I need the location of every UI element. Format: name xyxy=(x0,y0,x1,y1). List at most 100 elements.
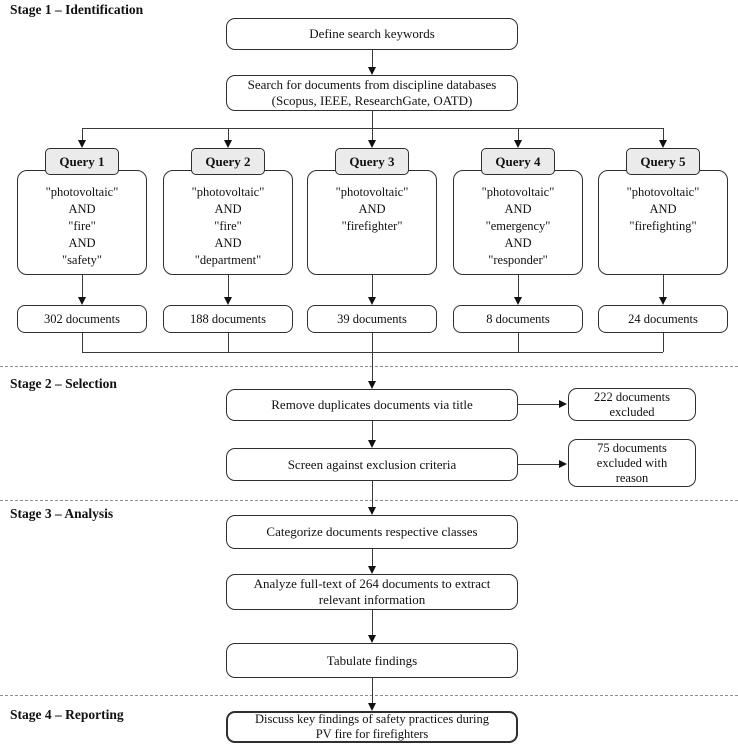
query-4-terms-box: "photovoltaic" AND "emergency" AND "resp… xyxy=(453,170,583,275)
query-3-terms-box: "photovoltaic" AND "firefighter" xyxy=(307,170,437,275)
connector-line xyxy=(372,128,373,140)
categorize-box: Categorize documents respective classes xyxy=(226,515,518,549)
arrowhead-down xyxy=(368,703,376,711)
query-term-line: "photovoltaic" xyxy=(335,185,409,199)
discuss-line1: Discuss key findings of safety practices… xyxy=(255,712,489,726)
search-databases-line1: Search for documents from discipline dat… xyxy=(247,77,497,92)
excluded-75-line3: reason xyxy=(615,470,649,485)
arrowhead-down xyxy=(368,635,376,643)
query-term-line: "firefighting" xyxy=(629,219,697,233)
arrowhead-down xyxy=(514,140,522,148)
connector-line xyxy=(372,549,373,566)
connector-line xyxy=(82,333,83,352)
arrowhead-down xyxy=(368,297,376,305)
arrowhead-down xyxy=(78,297,86,305)
query-term-line: "emergency" xyxy=(485,219,551,233)
query-5-label: Query 5 xyxy=(626,148,700,175)
connector-line xyxy=(228,275,229,297)
query-3-result-box: 39 documents xyxy=(307,305,437,333)
arrowhead-down xyxy=(659,140,667,148)
excluded-222-box: 222 documents excluded xyxy=(568,388,696,421)
arrowhead-down xyxy=(224,297,232,305)
screen-exclusion-box: Screen against exclusion criteria xyxy=(226,448,518,481)
query-term-line: AND xyxy=(214,202,242,216)
query-4-label: Query 4 xyxy=(481,148,555,175)
arrowhead-down xyxy=(368,67,376,75)
query-3-label: Query 3 xyxy=(335,148,409,175)
search-databases-line2: (Scopus, IEEE, ResearchGate, OATD) xyxy=(271,93,473,108)
query-term-line: "photovoltaic" xyxy=(626,185,700,199)
query-term-line: AND xyxy=(68,202,96,216)
excluded-75-line1: 75 documents xyxy=(597,440,667,455)
connector-line xyxy=(372,421,373,440)
query-term-line: "photovoltaic" xyxy=(481,185,555,199)
query-term-line: AND xyxy=(358,202,386,216)
discuss-line2: PV fire for firefighters xyxy=(315,727,429,741)
stage-divider-3 xyxy=(0,695,738,696)
arrowhead-down xyxy=(368,381,376,389)
analyze-line2: relevant information xyxy=(318,592,426,607)
query-1-result-box: 302 documents xyxy=(17,305,147,333)
stage-divider-1 xyxy=(0,366,738,367)
excluded-222-line1: 222 documents xyxy=(593,389,671,404)
categorize-label: Categorize documents respective classes xyxy=(266,524,478,539)
query-term-line: AND xyxy=(504,236,532,250)
query-term-line: "photovoltaic" xyxy=(45,185,119,199)
connector-line xyxy=(518,333,519,352)
query-term-line: AND xyxy=(504,202,532,216)
connector-line xyxy=(663,275,664,297)
stage2-heading: Stage 2 – Selection xyxy=(10,376,117,391)
query-term-line: "firefighter" xyxy=(341,219,403,233)
stage3-heading: Stage 3 – Analysis xyxy=(10,506,114,521)
screen-exclusion-label: Screen against exclusion criteria xyxy=(287,456,457,472)
query-5-result-box: 24 documents xyxy=(598,305,728,333)
arrowhead-down xyxy=(78,140,86,148)
define-keywords-box: Define search keywords xyxy=(226,18,518,50)
query-1-terms-box: "photovoltaic" AND "fire" AND "safety" xyxy=(17,170,147,275)
query-term-line: AND xyxy=(68,236,96,250)
connector-line xyxy=(372,481,373,507)
arrowhead-right xyxy=(559,460,567,468)
query-5-terms-box: "photovoltaic" AND "firefighting" xyxy=(598,170,728,275)
remove-duplicates-box: Remove duplicates documents via title xyxy=(226,389,518,421)
connector-line xyxy=(228,128,229,140)
excluded-222-line2: excluded xyxy=(609,404,655,419)
arrowhead-right xyxy=(559,400,567,408)
query-term-line: "department" xyxy=(194,253,262,267)
discuss-box: Discuss key findings of safety practices… xyxy=(226,711,518,743)
connector-line xyxy=(372,610,373,635)
connector-line xyxy=(372,678,373,703)
connector-line xyxy=(82,128,83,140)
tabulate-box: Tabulate findings xyxy=(226,643,518,678)
arrowhead-down xyxy=(368,140,376,148)
arrowhead-down xyxy=(224,140,232,148)
analyze-box: Analyze full-text of 264 documents to ex… xyxy=(226,574,518,610)
arrowhead-down xyxy=(659,297,667,305)
query-4-result-box: 8 documents xyxy=(453,305,583,333)
query-1-label: Query 1 xyxy=(45,148,119,175)
connector-line xyxy=(663,128,664,140)
tabulate-label: Tabulate findings xyxy=(326,652,418,668)
stage-divider-2 xyxy=(0,500,738,501)
arrowhead-down xyxy=(368,440,376,448)
connector-line xyxy=(372,50,373,67)
query-2-label: Query 2 xyxy=(191,148,265,175)
query-term-line: "responder" xyxy=(488,253,548,267)
analyze-line1: Analyze full-text of 264 documents to ex… xyxy=(253,576,491,591)
query-term-line: AND xyxy=(214,236,242,250)
query-term-line: "fire" xyxy=(68,219,96,233)
query-2-result-box: 188 documents xyxy=(163,305,293,333)
connector-line xyxy=(228,333,229,352)
connector-line xyxy=(82,275,83,297)
arrowhead-down xyxy=(368,566,376,574)
remove-duplicates-label: Remove duplicates documents via title xyxy=(271,397,473,412)
excluded-75-line2: excluded with xyxy=(596,455,668,470)
connector-line xyxy=(372,111,373,128)
query-term-line: AND xyxy=(649,202,677,216)
connector-line xyxy=(518,275,519,297)
connector-line xyxy=(518,404,560,405)
query-term-line: "safety" xyxy=(61,253,103,267)
connector-line xyxy=(518,464,560,465)
connector-line xyxy=(518,128,519,140)
